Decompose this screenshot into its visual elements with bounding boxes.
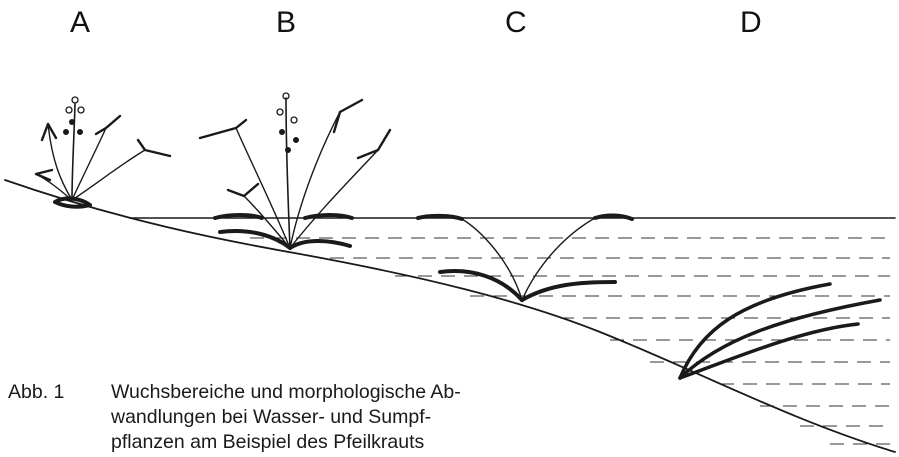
panel-label-d: D — [740, 6, 762, 40]
plant-a-emerged — [36, 97, 170, 207]
caption-figure-number: Abb. 1 — [8, 380, 64, 405]
panel-label-a: A — [70, 6, 90, 40]
caption-text: Wuchsbereiche und morphologische Ab- wan… — [111, 380, 511, 455]
panel-label-b: B — [276, 6, 296, 40]
plant-d-submerged — [680, 284, 880, 378]
panel-label-c: C — [505, 6, 527, 40]
plant-b-shallow — [200, 93, 390, 248]
